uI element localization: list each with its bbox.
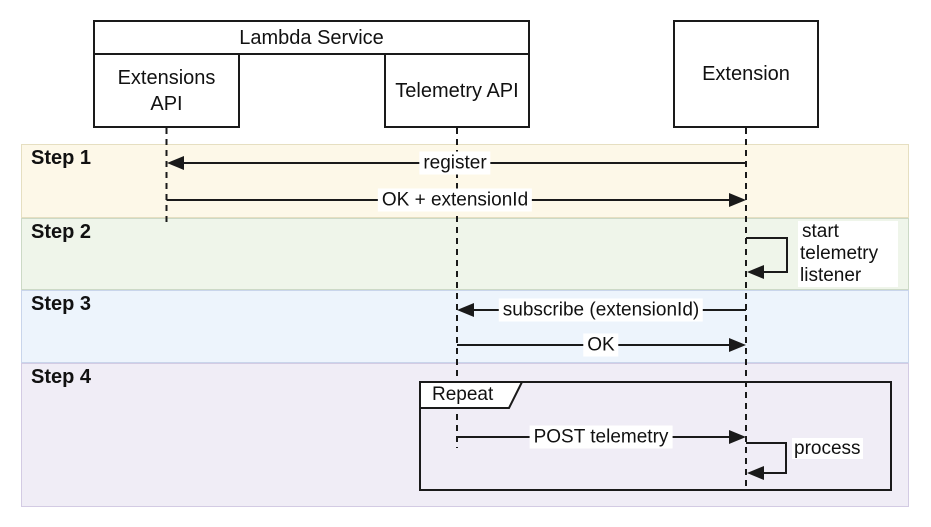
step4-band: Step 4 (21, 363, 909, 507)
extensions-api-box: Extensions API (93, 53, 240, 128)
ok-extensionid-arrowhead (729, 193, 746, 207)
lambda-service-box: Lambda Service (93, 20, 530, 55)
process-selfloop (746, 442, 787, 474)
process-arrowhead (747, 466, 764, 480)
register-message-label: register (419, 151, 491, 175)
repeat-fragment (419, 381, 892, 491)
ok-message-label: OK (583, 333, 619, 357)
repeat-fragment-tab (419, 381, 524, 409)
step1-label: Step 1 (31, 147, 92, 169)
subscribe-message-label: subscribe (extensionId) (498, 298, 704, 322)
telemetry-api-box: Telemetry API (384, 53, 530, 128)
process-text: process (792, 438, 863, 459)
extensions-api-label: Extensions API (117, 66, 216, 115)
subscribe-arrowhead (457, 303, 474, 317)
extension-label: Extension (702, 63, 790, 85)
ok-arrowhead (729, 338, 746, 352)
start-telemetry-listener-note: start telemetry listener (798, 221, 898, 287)
ok-extensionid-message-label: OK + extensionId (377, 188, 533, 212)
lambda-service-label: Lambda Service (239, 26, 384, 49)
extension-box: Extension (673, 20, 819, 128)
step2-band: Step 2 (21, 218, 909, 290)
process-note: process (792, 438, 863, 460)
start-listener-arrowhead (747, 265, 764, 279)
step3-label: Step 3 (31, 293, 92, 315)
start-listener-selfloop (746, 237, 788, 273)
post-telemetry-arrowhead (729, 430, 746, 444)
step2-label: Step 2 (31, 221, 92, 243)
repeat-fragment-frame (419, 381, 892, 491)
post-telemetry-message-label: POST telemetry (529, 425, 673, 449)
repeat-fragment-label: Repeat (432, 384, 494, 405)
start-telemetry-listener-text: start telemetry listener (800, 221, 879, 286)
register-arrowhead (167, 156, 184, 170)
telemetry-api-label: Telemetry API (395, 79, 519, 102)
step4-label: Step 4 (31, 366, 92, 388)
step3-band: Step 3 (21, 290, 909, 363)
